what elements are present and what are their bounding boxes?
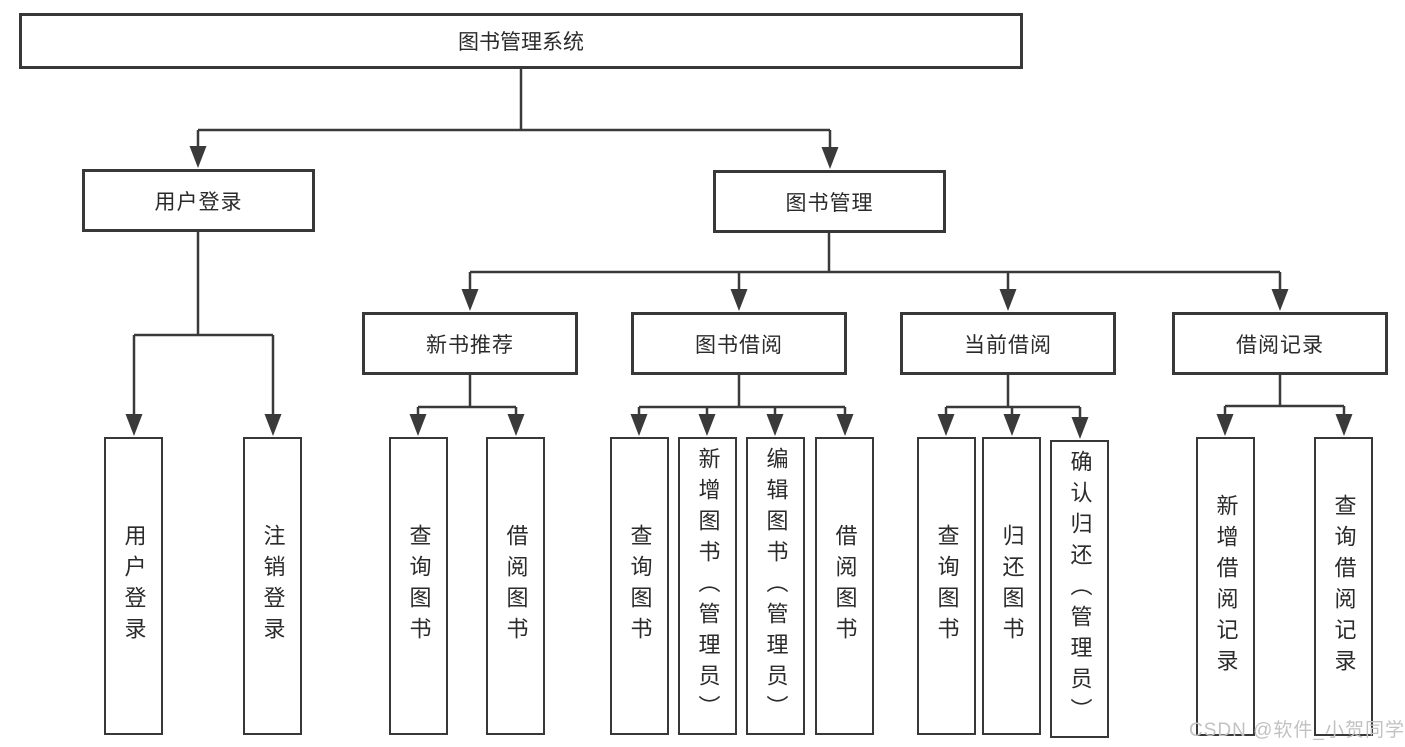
leaf-user-login: 用户登录	[104, 437, 163, 735]
node-book-management-module: 图书管理	[713, 170, 946, 233]
leaf-label: 用户登录	[121, 524, 147, 648]
leaf-label: 新增借阅记录	[1213, 493, 1239, 680]
leaf-return-books: 归还图书	[982, 437, 1041, 735]
leaf-label: 注销登录	[260, 524, 286, 648]
leaf-borrow-books-recommend: 借阅图书	[486, 437, 545, 735]
leaf-edit-books-admin: 编辑图书（管理员）	[746, 437, 805, 735]
leaf-label: 借阅图书	[503, 524, 529, 648]
node-library-management-system: 图书管理系统	[19, 13, 1023, 69]
node-label: 借阅记录	[1236, 333, 1324, 357]
node-label: 图书管理系统	[458, 31, 584, 54]
leaf-label: 查询图书	[934, 524, 960, 648]
arrowheads	[125, 146, 1353, 439]
node-label: 图书借阅	[695, 333, 783, 357]
leaf-label: 查询图书	[627, 524, 653, 648]
tree-edges	[132, 69, 1346, 419]
leaf-label: 新增图书（管理员）	[695, 446, 721, 726]
leaf-label: 借阅图书	[832, 524, 858, 648]
leaf-logout: 注销登录	[243, 437, 302, 735]
node-new-book-recommend: 新书推荐	[362, 312, 578, 375]
node-borrow-records: 借阅记录	[1172, 312, 1388, 375]
leaf-query-books-borrow: 查询图书	[610, 437, 669, 735]
leaf-label: 查询图书	[406, 524, 432, 648]
node-current-borrow: 当前借阅	[900, 312, 1116, 375]
leaf-query-books-current: 查询图书	[917, 437, 976, 735]
node-book-borrow: 图书借阅	[631, 312, 847, 375]
leaf-label: 归还图书	[999, 524, 1025, 648]
leaf-label: 编辑图书（管理员）	[763, 446, 789, 726]
node-user-login-module: 用户登录	[82, 169, 315, 232]
csdn-watermark: CSDN @软件_小贺同学	[1189, 720, 1405, 741]
leaf-borrow-books: 借阅图书	[815, 437, 874, 735]
leaf-label: 确认归还（管理员）	[1067, 449, 1093, 729]
node-label: 当前借阅	[964, 333, 1052, 357]
leaf-confirm-return-admin: 确认归还（管理员）	[1050, 440, 1109, 738]
node-label: 图书管理	[785, 191, 874, 215]
leaf-label: 查询借阅记录	[1331, 493, 1357, 680]
leaf-add-books-admin: 新增图书（管理员）	[678, 437, 737, 735]
node-label: 用户登录	[154, 190, 243, 214]
leaf-query-books-recommend: 查询图书	[389, 437, 448, 735]
leaf-query-borrow-record: 查询借阅记录	[1314, 437, 1373, 736]
leaf-add-borrow-record: 新增借阅记录	[1196, 437, 1255, 736]
node-label: 新书推荐	[426, 333, 514, 357]
